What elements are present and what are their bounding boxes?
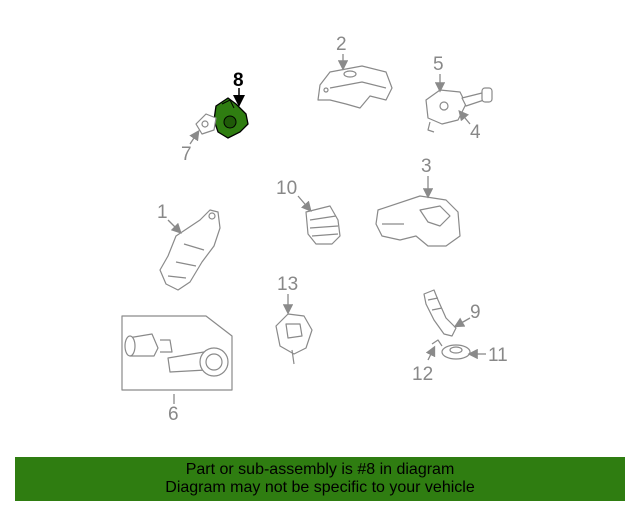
callout-13: 13 bbox=[277, 274, 298, 295]
callout-8: 8 bbox=[233, 70, 244, 91]
banner-line-1: Part or sub-assembly is #8 in diagram bbox=[185, 461, 455, 478]
part-8-highlighted-component[interactable] bbox=[213, 97, 249, 139]
callout-6: 6 bbox=[168, 404, 179, 425]
part-6-lock-cylinder-kit[interactable] bbox=[121, 315, 233, 391]
callout-5: 5 bbox=[433, 54, 444, 75]
part-10-boot[interactable] bbox=[305, 205, 341, 245]
part-13-ignition-housing[interactable] bbox=[275, 313, 313, 365]
callout-4: 4 bbox=[470, 122, 481, 143]
callout-2: 2 bbox=[336, 34, 347, 55]
callout-11: 11 bbox=[488, 345, 508, 366]
part-7-bracket[interactable] bbox=[195, 113, 217, 135]
callout-3: 3 bbox=[421, 156, 432, 177]
callout-12: 12 bbox=[412, 364, 433, 385]
callout-10: 10 bbox=[276, 178, 297, 199]
part-11-switch-base[interactable] bbox=[441, 344, 471, 360]
part-3-lower-shroud[interactable] bbox=[375, 195, 461, 247]
part-12-clip[interactable] bbox=[431, 339, 443, 347]
parts-diagram: 2 5 4 8 7 10 3 bbox=[121, 34, 508, 425]
banner-line-2: Diagram may not be specific to your vehi… bbox=[165, 479, 475, 496]
callout-7: 7 bbox=[181, 144, 192, 165]
callout-1: 1 bbox=[157, 202, 168, 223]
callout-9: 9 bbox=[470, 302, 481, 323]
part-9-switch[interactable] bbox=[423, 289, 457, 337]
part-2-upper-shroud[interactable] bbox=[317, 65, 393, 109]
part-notice-banner: Part or sub-assembly is #8 in diagram Di… bbox=[15, 457, 625, 501]
part-1-steering-column[interactable] bbox=[159, 209, 221, 291]
part-5-multifunction-switch[interactable] bbox=[425, 87, 493, 133]
